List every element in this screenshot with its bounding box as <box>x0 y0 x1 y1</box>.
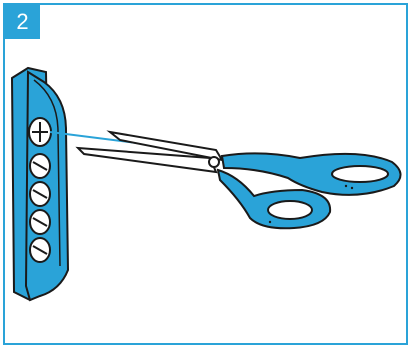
scissors-icon <box>75 130 402 230</box>
scissors-lower-finger-hole <box>267 200 313 220</box>
tubing-holder-icon <box>10 66 70 302</box>
scissors-lower-blade <box>75 146 218 174</box>
scissors-upper-handle <box>220 152 402 196</box>
scissors-upper-finger-hole <box>331 165 389 183</box>
holder-edge-highlight <box>33 79 61 267</box>
scissors-pivot <box>208 156 220 168</box>
step-number-badge: 2 <box>5 5 40 39</box>
